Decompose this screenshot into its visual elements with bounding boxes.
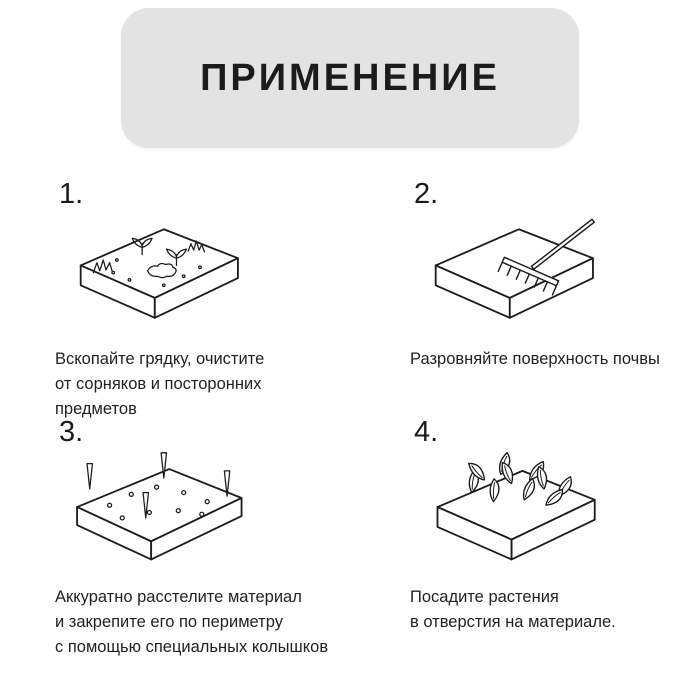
step-caption: Посадите растения в отверстия на материа… — [410, 588, 616, 631]
step-2: 2. — [350, 172, 700, 410]
step-caption: Вскопайте грядку, очистите от сорняков и… — [55, 350, 265, 418]
step-number: 4. — [414, 416, 439, 448]
step-1: 1. — [0, 172, 350, 418]
header-card: ПРИМЕНЕНИЕ — [121, 8, 579, 148]
step-caption: Аккуратно расстелите материал и закрепит… — [55, 588, 329, 656]
garden-bed-icon — [76, 468, 243, 561]
step-number: 3. — [59, 416, 84, 448]
step-4: 4. — [350, 410, 700, 659]
material-holes-icon — [106, 484, 210, 521]
garden-bed-weeds-illustration — [79, 228, 239, 319]
garden-bed-material-pegs-illustration — [76, 452, 243, 561]
steps-grid: 1. — [0, 172, 700, 659]
pegs-icon — [86, 452, 231, 519]
garden-bed-plants-illustration — [436, 451, 596, 561]
garden-bed-icon — [79, 228, 239, 319]
step-number: 2. — [414, 178, 439, 210]
step-caption: Разровняйте поверхность почвы — [410, 350, 660, 368]
step-number: 1. — [59, 178, 84, 210]
garden-bed-icon — [434, 228, 594, 319]
garden-bed-rake-illustration — [434, 218, 596, 319]
weeds-icon — [92, 237, 206, 288]
step-3: 3. — [0, 410, 350, 659]
page-title: ПРИМЕНЕНИЕ — [200, 56, 500, 99]
rake-icon — [497, 218, 596, 296]
